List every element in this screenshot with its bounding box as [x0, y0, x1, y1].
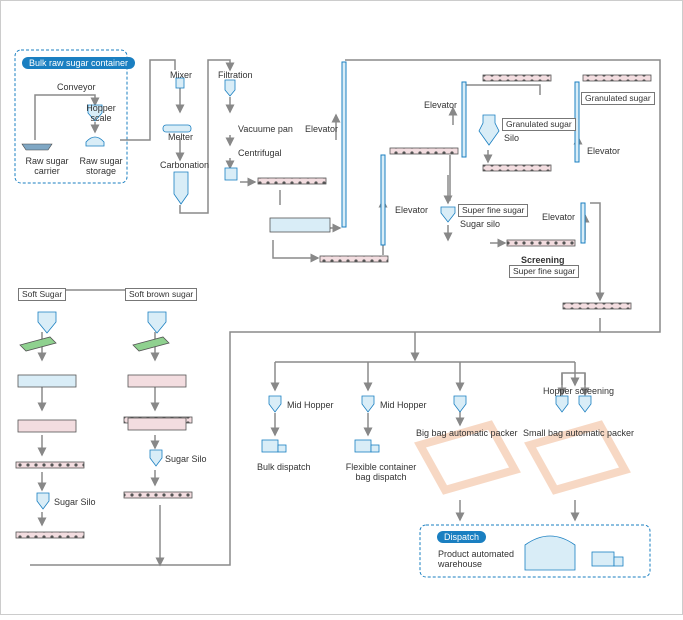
sugar-silo-label-1: Sugar Silo: [165, 454, 207, 464]
trucks: [261, 439, 624, 567]
granulated-silo-label: Silo: [504, 133, 520, 143]
big-bag-packer-label: Big bag automatic packer: [416, 428, 518, 438]
melter-label: Melter: [168, 132, 194, 142]
small-bag-packer-label: Small bag automatic packer: [523, 428, 635, 438]
mid-hopper-label-2: Mid Hopper: [380, 400, 427, 410]
elevator-label-5: Elevator: [542, 212, 576, 222]
bulk-dispatch-label: Bulk dispatch: [257, 462, 311, 472]
mid-hopper-label-1: Mid Hopper: [287, 400, 334, 410]
elevator-label-1: Elevator: [305, 124, 339, 134]
filtration-label: Filtration: [218, 70, 253, 80]
flexible-container-label: Flexible container bag dispatch: [345, 462, 417, 482]
product-warehouse-label: Product automated warehouse: [438, 549, 515, 569]
bulk-container-title: Bulk raw sugar container: [22, 57, 136, 69]
granulated-silo-box: Granulated sugar: [502, 118, 576, 131]
dispatch-title: Dispatch: [437, 531, 487, 543]
dispatch-box: [419, 524, 651, 578]
carbonation-label: Carbonation: [160, 160, 210, 170]
mixer-label: Mixer: [170, 70, 192, 80]
sifters: [17, 217, 331, 433]
soft-brown-sugar-box: Soft brown sugar: [125, 288, 198, 301]
super-fine-silo-label: Sugar silo: [460, 219, 501, 229]
granulated-sugar-box: Granulated sugar: [581, 92, 655, 105]
soft-sugar-box: Soft Sugar: [18, 288, 67, 301]
screening-label: Screening: [521, 255, 565, 265]
raw-sugar-storage-label: Raw sugar storage: [79, 156, 123, 176]
centrifugal-label: Centrifugal: [238, 148, 282, 158]
super-fine-silo-box: Super fine sugar: [458, 204, 529, 217]
elevator-label-4: Elevator: [587, 146, 621, 156]
vacuum-pan-label: Vacuume pan: [238, 124, 293, 134]
elevator-label-3: Elevator: [424, 100, 458, 110]
ship-icon: [21, 143, 53, 151]
elevator-label-2: Elevator: [395, 205, 429, 215]
conveyors: [15, 74, 652, 539]
sugar-silo-label-2: Sugar Silo: [54, 497, 96, 507]
hopper-screening-label: Hopper screening: [543, 386, 615, 396]
mixing-chutes: [19, 336, 170, 352]
elevators: [341, 61, 586, 246]
hopper-scale-label: Hopper scale: [86, 103, 116, 123]
warehouse-icon: [524, 535, 576, 571]
super-fine-sugar-box: Super fine sugar: [509, 265, 580, 278]
bulk-container-box: [14, 49, 128, 184]
conveyor-label: Conveyor: [57, 82, 96, 92]
raw-sugar-storage-icon: [85, 136, 105, 147]
hoppers: [36, 77, 592, 510]
raw-sugar-carrier-label: Raw sugar carrier: [25, 156, 69, 176]
packers: [414, 420, 631, 495]
